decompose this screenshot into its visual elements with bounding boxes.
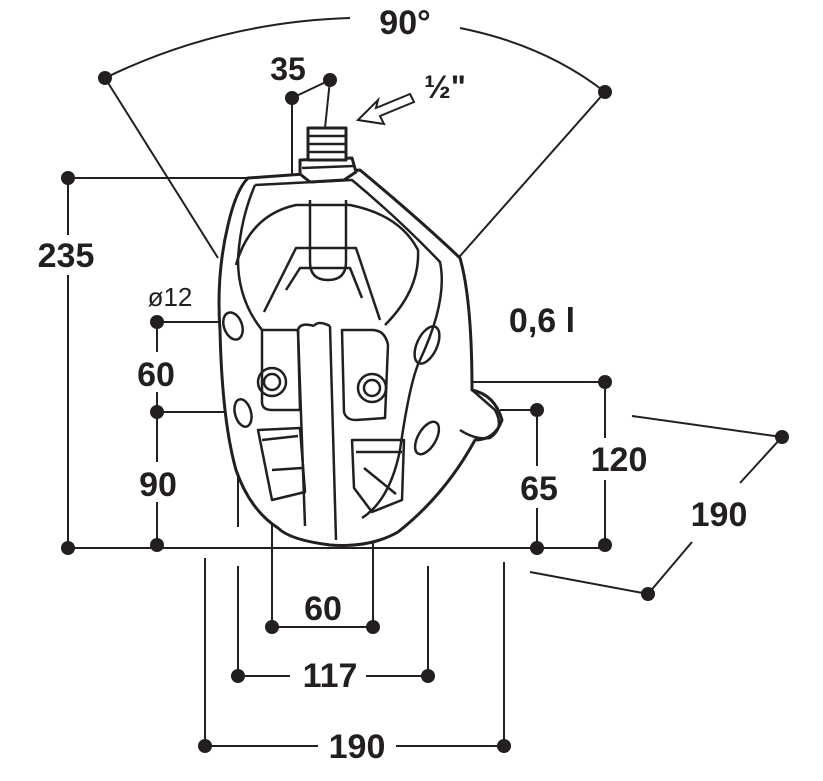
angle-dot-left <box>98 71 112 85</box>
spacing-117-annotation: 117 <box>231 655 435 695</box>
hole-spacing-label: 60 <box>137 356 175 394</box>
mount-hole-upper-right <box>413 325 441 365</box>
angle-arc-right <box>459 27 606 93</box>
volume-label: 0,6 l <box>509 302 575 340</box>
bowl-tongue-left <box>296 323 315 331</box>
depth-annotation: 190 <box>529 415 789 601</box>
bolt-right <box>356 372 388 404</box>
mount-hole-lower-right <box>413 420 441 456</box>
bolt-left <box>256 366 288 398</box>
height-120-dot-bottom <box>598 538 612 552</box>
depth-line-upper <box>739 436 783 484</box>
pipe-right-ext <box>324 79 331 129</box>
depth-line-lower <box>647 541 693 595</box>
bowl-outer-shell <box>217 168 504 547</box>
thread-annotation: ½" <box>355 69 466 126</box>
pipe-dot-left <box>285 91 299 105</box>
left-foot <box>256 426 307 502</box>
height-65-annotation: 65 <box>500 403 566 555</box>
spacing-117-dot-left <box>231 669 245 683</box>
mount-hole-lower-left <box>233 398 253 428</box>
depth-bottom-ext <box>529 571 649 595</box>
bowl-right-flap <box>459 389 501 440</box>
spacing-60-dot-right <box>366 620 380 634</box>
right-foot <box>350 438 406 514</box>
right-bracket <box>340 328 390 422</box>
valve-stem <box>308 200 348 282</box>
spacing-117-dot-right <box>421 669 435 683</box>
left-bracket <box>260 328 302 412</box>
spacing-60-annotation: 60 <box>265 590 380 634</box>
height-total-dot-top <box>61 171 75 185</box>
pipe-width-annotation: 35 <box>270 51 337 182</box>
bolt-right-inner <box>362 378 382 398</box>
angle-annotation: 90° <box>98 4 612 291</box>
bowl-cradle-notch <box>284 266 364 299</box>
pipe-width-label: 35 <box>270 51 306 87</box>
nut-edge <box>301 164 355 170</box>
height-120-dot-top <box>598 375 612 389</box>
width-190-annotation: 190 <box>198 726 511 766</box>
height-65-dot-bottom <box>530 541 544 555</box>
spacing-117-label: 117 <box>303 657 358 695</box>
pipe-dot-right <box>323 73 337 87</box>
depth-dot-top <box>775 430 789 444</box>
thread-arrow-icon <box>355 92 416 126</box>
spacing-60-label: 60 <box>304 590 342 628</box>
angle-ray-left <box>104 77 219 259</box>
angle-arc-left <box>104 17 351 79</box>
height-120-label: 120 <box>591 441 648 479</box>
height-total-label: 235 <box>38 237 95 275</box>
angle-dot-right <box>598 85 612 99</box>
hole-diameter-label: ø12 <box>148 282 193 312</box>
width-190-label: 190 <box>329 728 386 766</box>
depth-top-ext <box>631 415 783 438</box>
pipe-fitting <box>298 126 358 184</box>
depth-label: 190 <box>691 496 748 534</box>
bolt-left-inner <box>262 372 282 392</box>
spacing-60-dot-left <box>265 620 279 634</box>
bowl-cradle-inner <box>262 246 382 321</box>
depth-dot-bottom <box>641 587 655 601</box>
fitting-nut <box>298 156 358 184</box>
bowl-cradle <box>234 203 420 326</box>
height-65-dot-top <box>530 403 544 417</box>
hole-diameter-annotation: ø12 <box>148 282 222 329</box>
angle-label: 90° <box>379 4 430 42</box>
height-65-label: 65 <box>520 470 558 508</box>
thread-label: ½" <box>424 69 466 105</box>
hole-height-label: 90 <box>139 466 177 504</box>
hole-bottom-dot <box>150 538 164 552</box>
height-120-annotation: 120 <box>375 375 656 552</box>
width-190-dot-right <box>497 739 511 753</box>
width-190-dot-left <box>198 739 212 753</box>
hole-spacing-annotation: 60 90 <box>128 322 235 552</box>
bowl-inner-shell <box>254 178 443 520</box>
pipe-width-line <box>291 79 331 99</box>
height-total-annotation: 235 <box>28 171 250 555</box>
mount-hole-upper-left <box>222 311 244 341</box>
bowl-body <box>217 168 504 547</box>
hole-mid-dot <box>150 405 164 419</box>
